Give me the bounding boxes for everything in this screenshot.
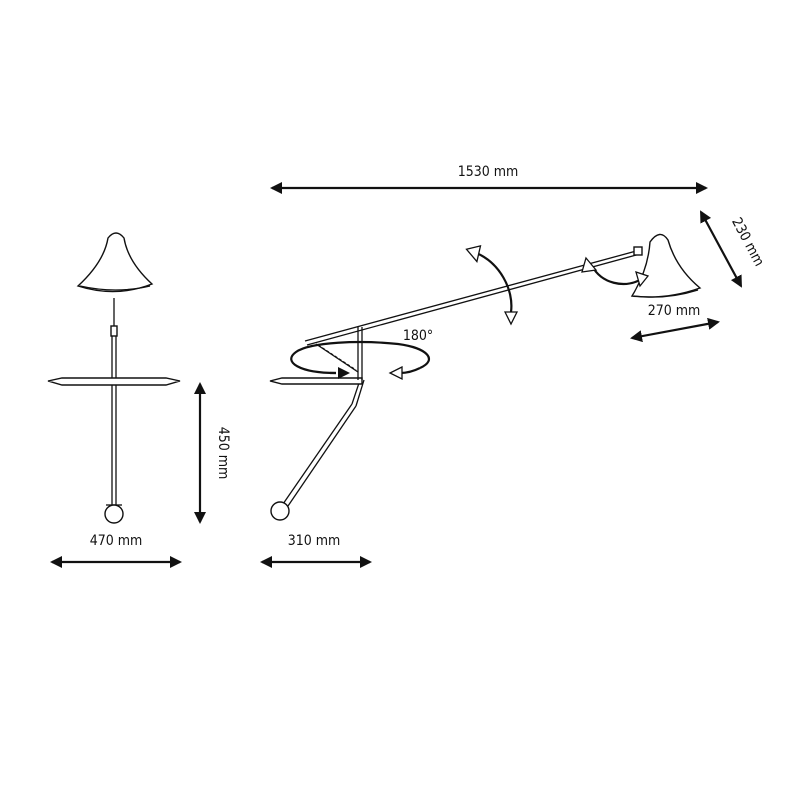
dimension-base-width-label: 310 mm [288, 533, 341, 549]
swivel-angle-label: 180° [403, 328, 433, 344]
dimension-shade-height-label: 230 mm [728, 215, 767, 269]
front-crossbar [47, 377, 181, 386]
dimension-total-width-label: 1530 mm [458, 164, 519, 180]
dimension-height: 450 mm [194, 382, 231, 524]
dimension-front-width-label: 470 mm [90, 533, 143, 549]
front-joint [110, 325, 118, 337]
dimension-base-width: 310 mm [260, 533, 372, 568]
front-shade [76, 232, 154, 293]
dimension-total-width: 1530 mm [270, 164, 708, 194]
dimension-shade-height: 230 mm [700, 210, 767, 288]
side-view-lamp [269, 233, 702, 521]
dimension-front-width: 470 mm [50, 533, 182, 568]
arm-tilt-indicator [465, 244, 519, 326]
dimension-shade-width: 270 mm [630, 303, 720, 343]
dimension-shade-width-label: 270 mm [648, 303, 701, 319]
swivel-indicator: 180° [290, 328, 433, 381]
front-base [104, 504, 124, 524]
dimension-height-label: 450 mm [215, 427, 231, 480]
side-base [270, 501, 290, 521]
front-view-lamp [47, 232, 181, 524]
side-shade-joint [633, 246, 643, 256]
shade-tilt-indicator [581, 256, 650, 288]
side-crossbar [269, 377, 363, 385]
side-shade [630, 233, 702, 298]
